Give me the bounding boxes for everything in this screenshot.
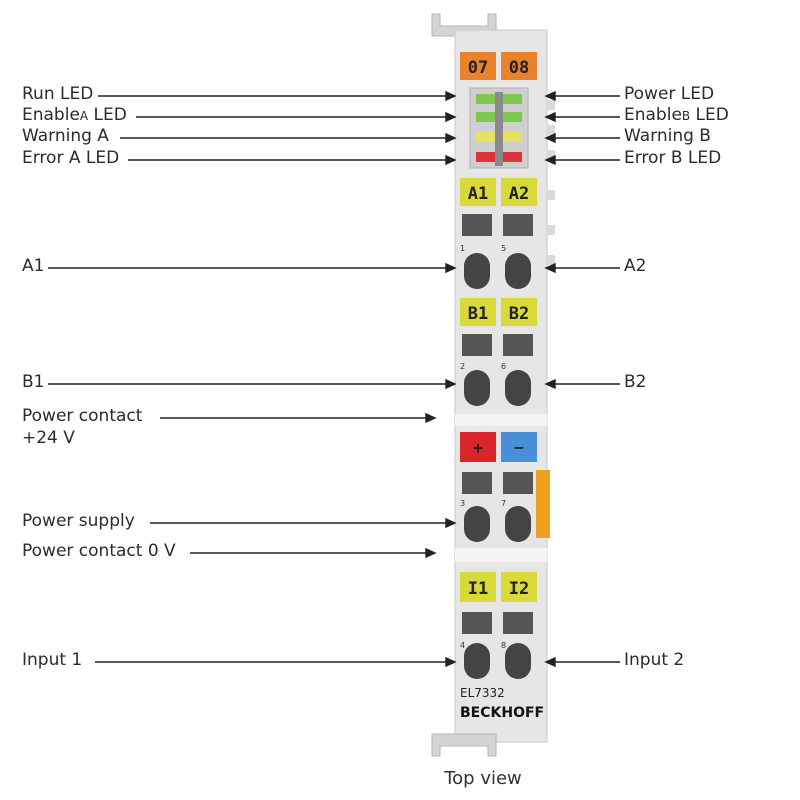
label-input-1: Input 1: [22, 650, 83, 670]
side-notch: [547, 190, 555, 200]
tag-plus: [460, 432, 496, 462]
label-error-b-led: Error B LED: [624, 148, 722, 168]
side-notch: [547, 150, 555, 160]
pin-5: 5: [501, 244, 506, 253]
label-b2: B2: [624, 372, 647, 392]
label-enable-a-tail: LED: [88, 105, 127, 125]
tag-b2: [501, 298, 537, 326]
label-power-contact-0v: Power contact 0 V: [22, 541, 176, 561]
label-error-a-led: Error A LED: [22, 148, 120, 168]
tag-a2: [501, 178, 537, 206]
side-notch: [547, 125, 555, 135]
wire-entry-b2: [505, 370, 531, 406]
label-run-led: Run LED: [22, 84, 94, 104]
tag-a2-text: A2: [509, 184, 529, 204]
tag-a1-text: A1: [468, 184, 488, 204]
wire-entry-ps1: [464, 506, 490, 542]
wire-entry-b1: [464, 370, 490, 406]
side-notch: [547, 255, 555, 265]
label-enable-a-sub: A: [79, 109, 89, 123]
wire-entry-in1: [464, 643, 490, 679]
model-text: EL7332: [460, 686, 505, 700]
led-divider: [495, 92, 503, 166]
spring-release-ps1: [462, 472, 492, 494]
label-enable-a-main: Enable: [22, 105, 80, 125]
power-contact-gap: [455, 414, 547, 426]
power-contact-gap-2: [455, 548, 547, 562]
pin-2: 2: [460, 362, 465, 371]
label-power-led: Power LED: [624, 84, 715, 104]
tag-i1-text: I1: [468, 579, 488, 599]
bottom-clip: [431, 733, 497, 757]
wire-entry-in2: [505, 643, 531, 679]
tag-b1: [460, 298, 496, 326]
pin-1: 1: [460, 244, 465, 253]
label-a1: A1: [22, 256, 45, 276]
pin-7: 7: [501, 499, 506, 508]
tag-plus-text: +: [473, 438, 483, 457]
wire-entry-a2: [505, 253, 531, 289]
label-enable-b-led: EnableB LED: [624, 105, 729, 126]
tag-07-text: 07: [468, 58, 488, 78]
tag-a1: [460, 178, 496, 206]
leader-lines-right: [544, 90, 620, 668]
leader-lines-left: [48, 90, 457, 668]
tag-08-text: 08: [509, 58, 529, 78]
spring-release-in1: [462, 612, 492, 634]
side-marker-bar: [536, 470, 550, 538]
label-enable-b-tail: LED: [690, 105, 729, 125]
spring-release-a2: [503, 214, 533, 236]
pin-4: 4: [460, 641, 465, 650]
label-enable-b-main: Enable: [624, 105, 682, 125]
side-notch: [547, 100, 555, 110]
tag-minus-text: −: [514, 438, 524, 457]
figure-caption: Top view: [444, 768, 522, 789]
label-warning-b: Warning B: [624, 126, 711, 146]
label-power-contact-24v-line1: Power contact: [22, 406, 143, 426]
label-a2: A2: [624, 256, 647, 276]
spring-release-b2: [503, 334, 533, 356]
label-enable-a-led: EnableA LED: [22, 105, 127, 126]
label-power-contact-24v-line2: +24 V: [22, 428, 75, 448]
tag-b1-text: B1: [468, 304, 488, 324]
spring-release-a1: [462, 214, 492, 236]
wire-entry-ps2: [505, 506, 531, 542]
tag-08: [501, 52, 537, 80]
label-b1: B1: [22, 372, 45, 392]
pin-3: 3: [460, 499, 465, 508]
label-power-supply: Power supply: [22, 511, 135, 531]
pin-8: 8: [501, 641, 506, 650]
tag-i2-text: I2: [509, 579, 529, 599]
label-enable-b-sub: B: [681, 109, 691, 123]
label-input-2: Input 2: [624, 650, 685, 670]
spring-release-ps2: [503, 472, 533, 494]
pin-6: 6: [501, 362, 506, 371]
tag-minus: [501, 432, 537, 462]
wire-entry-a1: [464, 253, 490, 289]
tag-07: [460, 52, 496, 80]
brand-text: BECKHOFF: [460, 705, 544, 721]
spring-release-b1: [462, 334, 492, 356]
spring-release-in2: [503, 612, 533, 634]
tag-i2: [501, 572, 537, 602]
tag-i1: [460, 572, 496, 602]
side-notch: [547, 225, 555, 235]
label-warning-a: Warning A: [22, 126, 109, 146]
tag-b2-text: B2: [509, 304, 529, 324]
